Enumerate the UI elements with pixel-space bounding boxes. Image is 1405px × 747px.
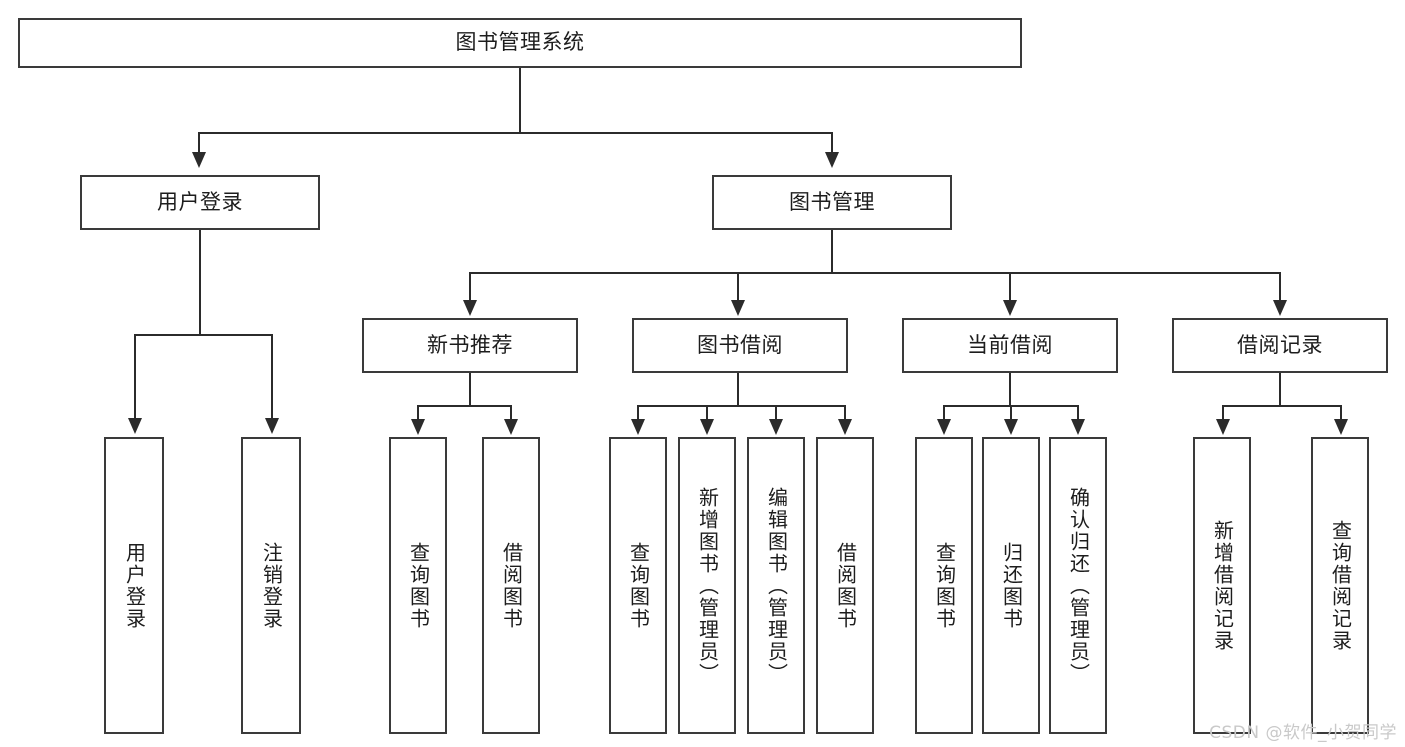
leaf-new-book-recommend-0[interactable]: 查询图书 [389,437,447,734]
connector-level2-bus [198,132,832,134]
node-label: 借阅图书 [499,541,524,630]
connector-borrow-record-stem [1279,373,1281,407]
node-label: 用户登录 [157,189,243,214]
arrowhead-leaf-cb-1 [1004,419,1018,435]
leaf-book-borrow-3[interactable]: 借阅图书 [816,437,874,734]
connector-drop-leaf-nbr-0 [417,405,419,421]
arrowhead-leaf-user-login-0 [128,418,142,434]
leaf-book-borrow-1[interactable]: 新增图书（管理员） [678,437,736,734]
connector-drop-book-management [831,132,833,154]
connector-book-borrow-stem [737,373,739,407]
node-new-book-recommend[interactable]: 新书推荐 [362,318,578,373]
arrowhead-book-borrow [731,300,745,316]
leaf-book-borrow-0[interactable]: 查询图书 [609,437,667,734]
node-label: 图书借阅 [697,332,783,357]
node-label: 新书推荐 [427,332,513,357]
node-label: 当前借阅 [967,332,1053,357]
node-label: 编辑图书（管理员） [764,486,789,685]
connector-drop-borrow-record [1279,272,1281,302]
arrowhead-leaf-bb-3 [838,419,852,435]
connector-drop-book-borrow [737,272,739,302]
connector-drop-leaf-br-1 [1340,405,1342,421]
node-label: 查询图书 [932,541,957,630]
leaf-book-borrow-2[interactable]: 编辑图书（管理员） [747,437,805,734]
node-user-login[interactable]: 用户登录 [80,175,320,230]
node-label: 查询图书 [626,541,651,630]
arrowhead-leaf-bb-2 [769,419,783,435]
node-label: 新增借阅记录 [1210,519,1235,652]
connector-drop-leaf-user-login-0 [134,334,136,420]
connector-drop-leaf-bb-0 [637,405,639,421]
leaf-current-borrow-1[interactable]: 归还图书 [982,437,1040,734]
connector-level3-bus [470,272,1280,274]
arrowhead-leaf-bb-1 [700,419,714,435]
node-label: 查询图书 [406,541,431,630]
arrowhead-leaf-user-login-1 [265,418,279,434]
node-root-book-management-system[interactable]: 图书管理系统 [18,18,1022,68]
leaf-user-login-0[interactable]: 用户登录 [104,437,164,734]
leaf-current-borrow-0[interactable]: 查询图书 [915,437,973,734]
node-current-borrow[interactable]: 当前借阅 [902,318,1118,373]
leaf-current-borrow-2[interactable]: 确认归还（管理员） [1049,437,1107,734]
connector-drop-user-login [198,132,200,154]
connector-new-book-recommend-stem [469,373,471,407]
connector-drop-leaf-cb-1 [1010,405,1012,421]
connector-root-stem [519,68,521,132]
leaf-borrow-record-1[interactable]: 查询借阅记录 [1311,437,1369,734]
node-label: 用户登录 [122,541,147,630]
node-label: 借阅图书 [833,541,858,630]
connector-user-login-stem [199,230,201,336]
node-label: 归还图书 [999,541,1024,630]
connector-drop-leaf-user-login-1 [271,334,273,420]
node-book-management[interactable]: 图书管理 [712,175,952,230]
arrowhead-leaf-nbr-0 [411,419,425,435]
connector-book-management-stem [831,230,833,274]
node-borrow-record[interactable]: 借阅记录 [1172,318,1388,373]
arrowhead-leaf-nbr-1 [504,419,518,435]
arrowhead-leaf-br-1 [1334,419,1348,435]
arrowhead-leaf-cb-2 [1071,419,1085,435]
node-label: 借阅记录 [1237,332,1323,357]
connector-drop-leaf-cb-0 [943,405,945,421]
arrowhead-new-book-recommend [463,300,477,316]
arrowhead-current-borrow [1003,300,1017,316]
arrowhead-leaf-br-0 [1216,419,1230,435]
connector-drop-leaf-nbr-1 [510,405,512,421]
arrowhead-book-management [825,152,839,168]
leaf-borrow-record-0[interactable]: 新增借阅记录 [1193,437,1251,734]
arrowhead-user-login [192,152,206,168]
connector-drop-new-book-recommend [469,272,471,302]
node-label: 新增图书（管理员） [695,486,720,685]
node-label: 图书管理 [789,189,875,214]
connector-current-borrow-stem [1009,373,1011,407]
connector-drop-leaf-bb-2 [775,405,777,421]
node-label: 图书管理系统 [455,30,585,55]
node-book-borrow[interactable]: 图书借阅 [632,318,848,373]
connector-drop-current-borrow [1009,272,1011,302]
connector-drop-leaf-bb-1 [706,405,708,421]
arrowhead-borrow-record [1273,300,1287,316]
connector-drop-leaf-bb-3 [844,405,846,421]
connector-drop-leaf-br-0 [1222,405,1224,421]
arrowhead-leaf-bb-0 [631,419,645,435]
node-label: 查询借阅记录 [1328,519,1353,652]
connector-book-borrow-bus [637,405,845,407]
leaf-user-login-1[interactable]: 注销登录 [241,437,301,734]
arrowhead-leaf-cb-0 [937,419,951,435]
node-label: 确认归还（管理员） [1066,486,1091,685]
connector-borrow-record-bus [1222,405,1341,407]
connector-drop-leaf-cb-2 [1077,405,1079,421]
leaf-new-book-recommend-1[interactable]: 借阅图书 [482,437,540,734]
connector-user-login-bus [135,334,272,336]
connector-new-book-recommend-bus [417,405,511,407]
node-label: 注销登录 [259,541,284,630]
